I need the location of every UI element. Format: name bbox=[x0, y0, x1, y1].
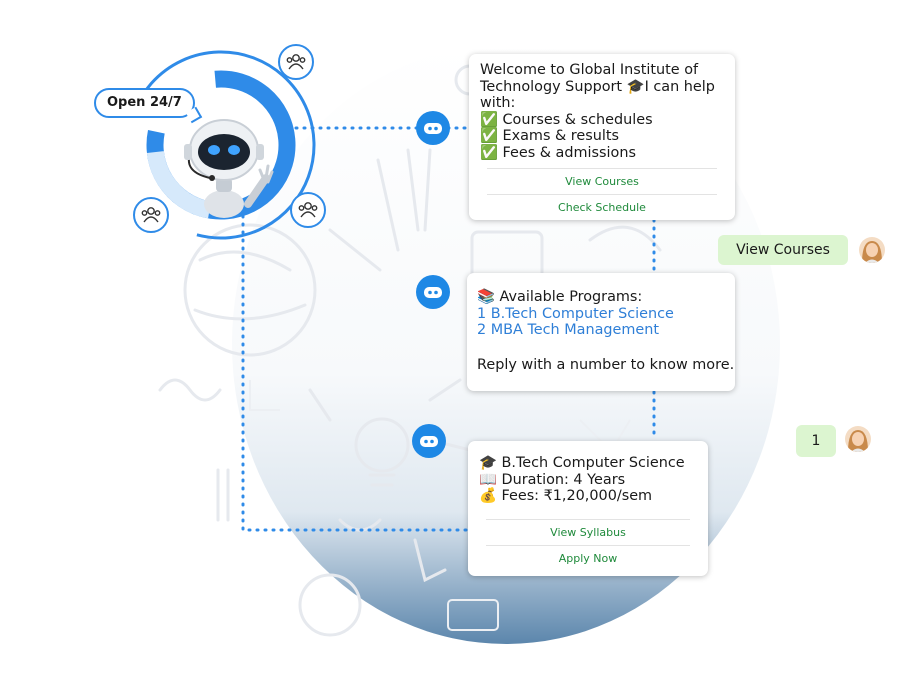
message-line: 📖 Duration: 4 Years bbox=[479, 471, 626, 488]
user-avatar bbox=[859, 237, 885, 263]
users-group-icon bbox=[290, 192, 326, 228]
bot-message-welcome: Welcome to Global Institute of Technolog… bbox=[469, 54, 735, 220]
message-line: 💰 Fees: ₹1,20,000/sem bbox=[479, 488, 653, 505]
message-line: ✅ Courses & schedules bbox=[480, 111, 653, 128]
program-link-mba[interactable]: 2 MBA Tech Management bbox=[477, 322, 660, 339]
robot-face-icon bbox=[412, 424, 446, 458]
user-avatar bbox=[845, 426, 871, 452]
view-courses-button[interactable]: View Courses bbox=[487, 167, 717, 194]
message-line: Technology Support 🎓I can help bbox=[480, 78, 715, 95]
message-line: 📚 Available Programs: bbox=[477, 289, 643, 305]
message-line: Welcome to Global Institute of bbox=[480, 62, 699, 78]
user-reply-view-courses: View Courses bbox=[718, 235, 848, 265]
program-link-btech[interactable]: 1 B.Tech Computer Science bbox=[477, 305, 674, 322]
view-syllabus-button[interactable]: View Syllabus bbox=[486, 518, 690, 545]
robot-mascot bbox=[184, 119, 274, 218]
message-line: Reply with a number to know more. bbox=[477, 356, 735, 373]
message-line: 🎓 B.Tech Computer Science bbox=[479, 455, 685, 471]
apply-now-button[interactable]: Apply Now bbox=[486, 544, 690, 571]
message-line: with: bbox=[480, 95, 516, 112]
bot-message-programs: 📚 Available Programs: 1 B.Tech Computer … bbox=[467, 273, 735, 391]
open-24-7-badge: Open 24/7 bbox=[94, 88, 195, 118]
bot-message-btech-details: 🎓 B.Tech Computer Science 📖 Duration: 4 … bbox=[468, 441, 708, 576]
check-schedule-button[interactable]: Check Schedule bbox=[487, 193, 717, 220]
robot-face-icon bbox=[416, 275, 450, 309]
users-group-icon bbox=[278, 44, 314, 80]
user-reply-number: 1 bbox=[796, 425, 836, 457]
users-group-icon bbox=[133, 197, 169, 233]
robot-face-icon bbox=[416, 111, 450, 145]
message-line: ✅ Fees & admissions bbox=[480, 144, 636, 161]
message-line: ✅ Exams & results bbox=[480, 128, 620, 145]
